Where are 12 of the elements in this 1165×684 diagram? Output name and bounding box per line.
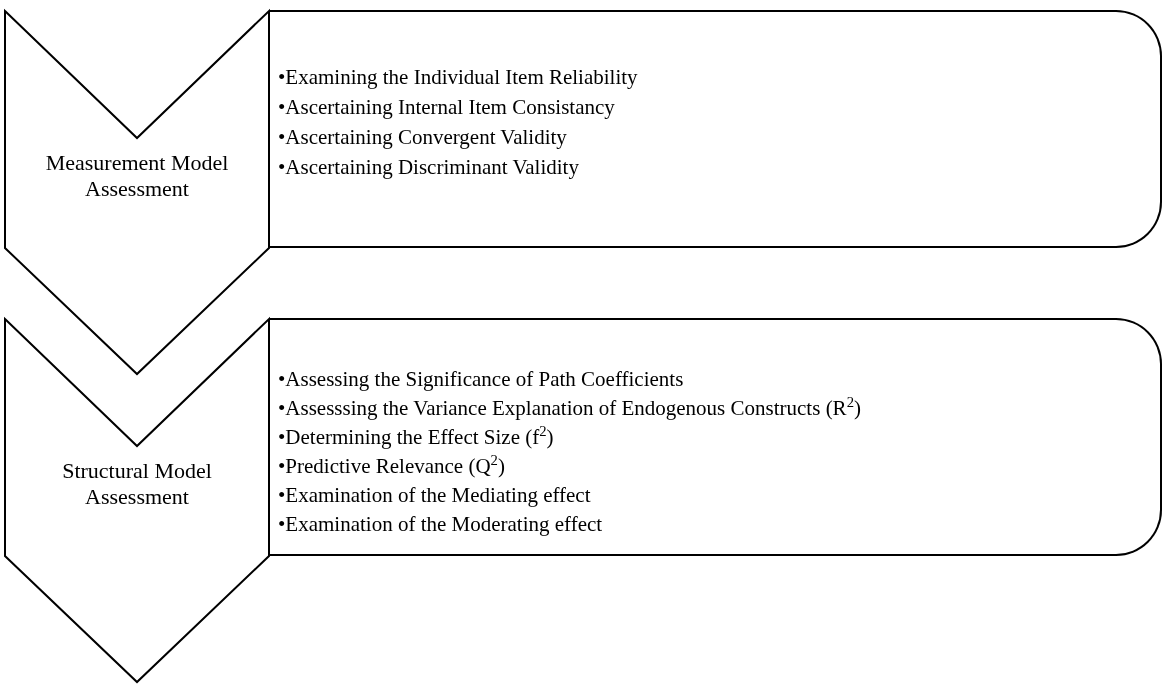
bullet-item: •Assessing the Significance of Path Coefficients [278,366,684,393]
bullet-item: •Assesssing the Variance Explanation of Endogenous Constructs (R$^{2}$) [278,394,861,422]
bullet-item: •Determining the Effect Size (f$^{2}$) [278,423,554,451]
bullet-item: •Ascertaining Convergent Validity [278,124,567,151]
bullet-item: •Examining the Individual Item Reliability [278,64,638,91]
bullet-item: •Ascertaining Internal Item Consistancy [278,94,615,121]
bullet-item: •Examination of the Mediating effect [278,482,591,509]
bullet-item: •Predictive Relevance (Q$^{2}$) [278,452,505,480]
stage-label: Measurement Model Assessment [44,150,230,202]
bullet-item: •Examination of the Moderating effect [278,511,603,538]
bullet-item: •Ascertaining Discriminant Validity [278,154,579,181]
stage-label: Structural Model Assessment [61,458,213,510]
